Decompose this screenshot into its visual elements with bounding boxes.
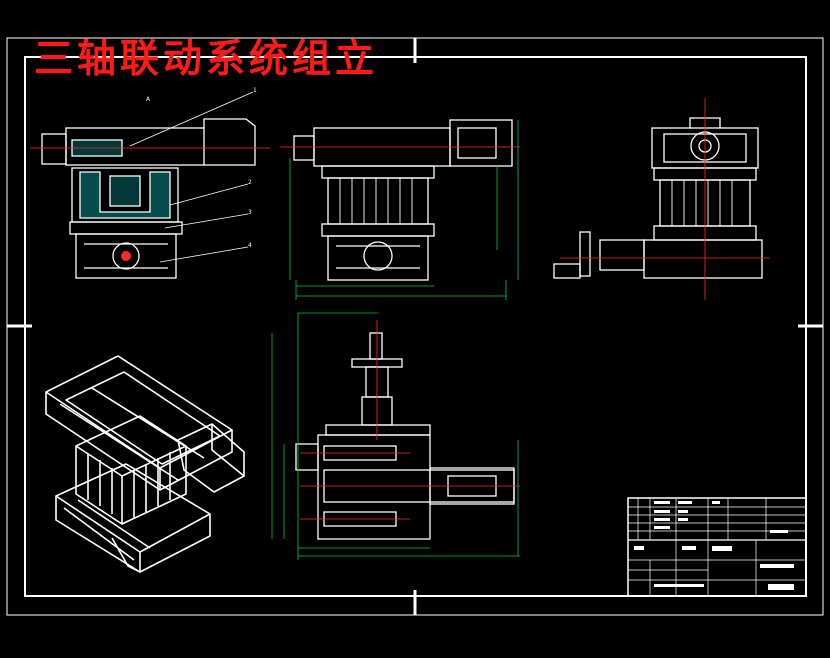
right-view bbox=[553, 98, 770, 300]
side-view: A 1 2 3 4 bbox=[30, 87, 270, 279]
drawing-title: 三轴联动系统组立 bbox=[34, 36, 379, 82]
leader-label-1: 1 bbox=[253, 87, 257, 94]
leader-label-4: 4 bbox=[248, 242, 252, 249]
leader-label-2: 2 bbox=[248, 179, 252, 186]
title-block bbox=[627, 497, 807, 597]
top-view bbox=[271, 312, 520, 560]
front-view bbox=[280, 119, 520, 300]
svg-text:A: A bbox=[146, 96, 151, 103]
isometric-view bbox=[45, 355, 245, 573]
drawing-border bbox=[6, 37, 824, 616]
leader-label-3: 3 bbox=[248, 209, 252, 216]
